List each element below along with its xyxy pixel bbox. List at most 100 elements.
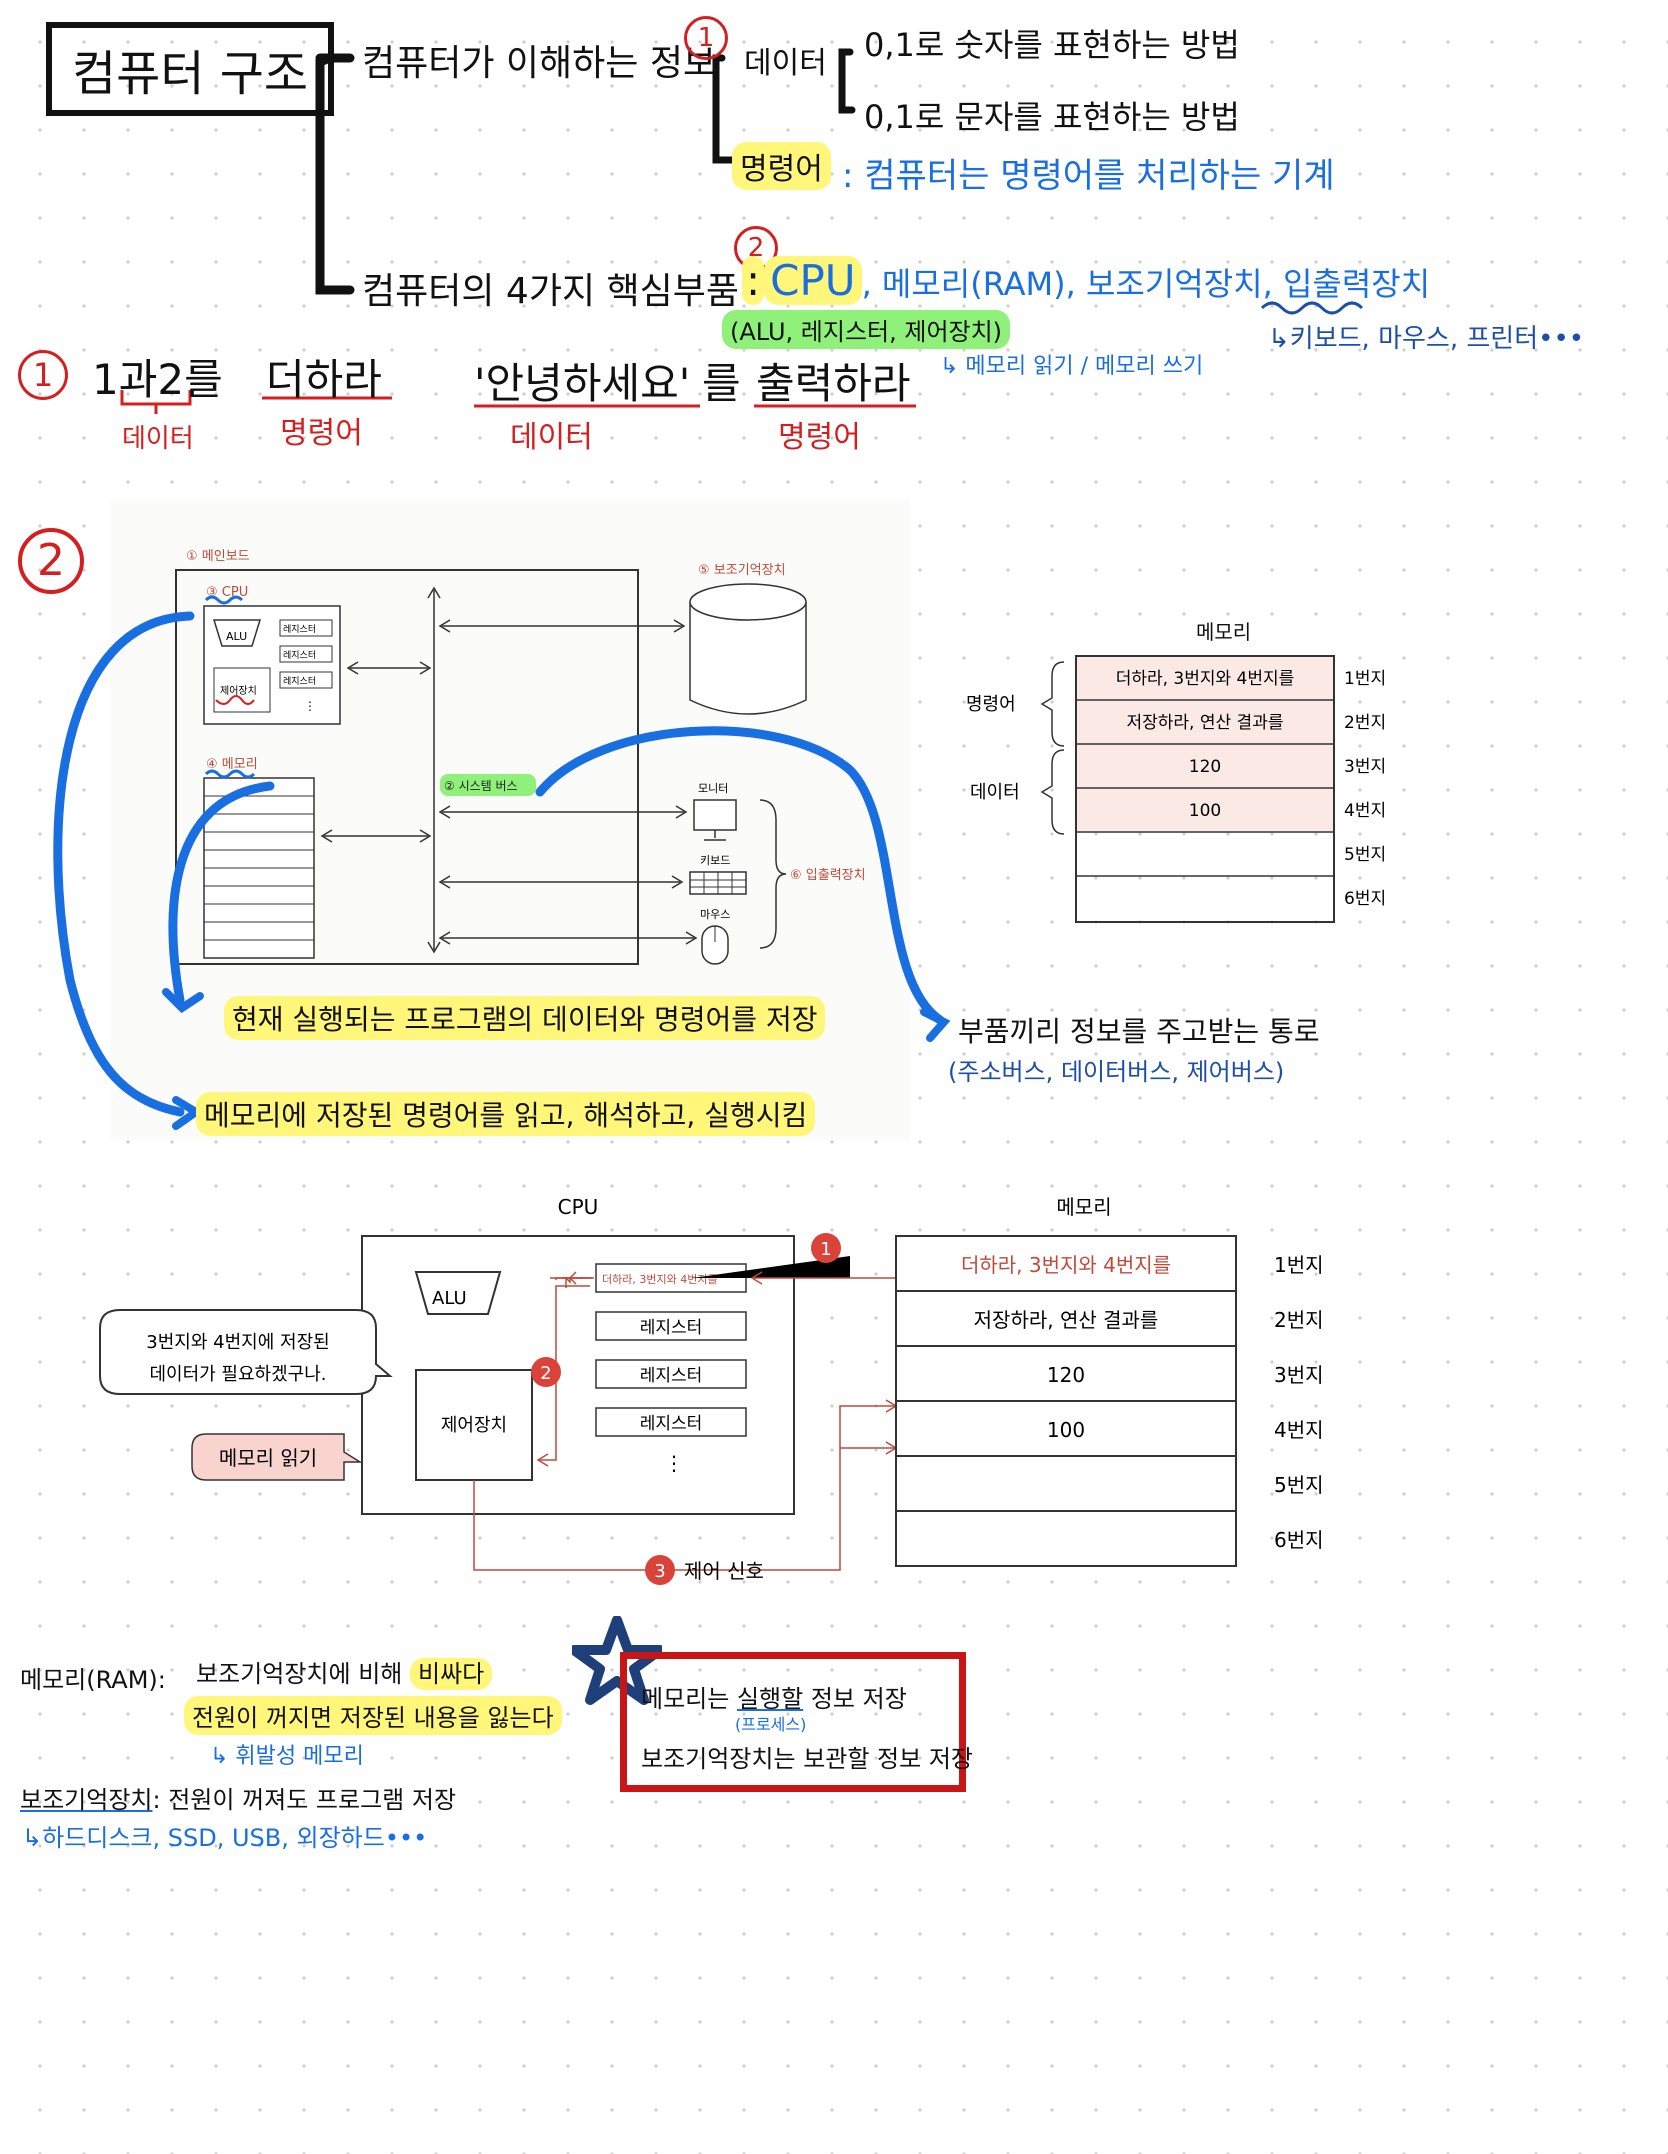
instr-desc: : 컴퓨터는 명령어를 처리하는 기계 [842, 156, 1335, 196]
ram-line1a: 보조기억장치에 비해 [196, 1660, 410, 1688]
example-num: 1 [18, 350, 68, 400]
cpu-parts: (ALU, 레지스터, 제어장치) [722, 310, 1011, 349]
mem1-data-group: 데이터 [970, 782, 1020, 803]
d2-reg3: 레지스터 [640, 1414, 703, 1434]
ram-expensive: 비싸다 [409, 1658, 493, 1690]
mem1-addr3: 3번지 [1344, 757, 1386, 777]
ex-mid-b: 를 [702, 359, 741, 408]
mouse-label: 마우스 [700, 908, 730, 921]
ex-label-data2: 데이터 [510, 420, 593, 455]
ex-data-b: '안녕하세요' [474, 359, 691, 408]
box-line1a: 메모리는 [641, 1685, 737, 1713]
ex-2: 2 [157, 355, 185, 404]
note-memory: 현재 실행되는 프로그램의 데이터와 명령어를 저장 [224, 996, 826, 1040]
branch1-num: 1 [684, 16, 728, 60]
section2-num: 2 [18, 528, 84, 594]
keyboard-label: 키보드 [700, 854, 730, 867]
page-title: 컴퓨터 구조 [46, 22, 335, 116]
mem1-row4: 100 [1189, 801, 1221, 821]
data-item-number: 0,1로 숫자를 표현하는 방법 [864, 26, 1240, 64]
cpu-text: CPU [764, 256, 862, 305]
io-label: ⑥ 입출력장치 [790, 868, 866, 883]
d2-mem-row4: 100 [1047, 1418, 1085, 1442]
d2-addr4: 4번지 [1274, 1418, 1324, 1442]
colon: : [742, 256, 765, 305]
mem1-addr5: 5번지 [1344, 845, 1386, 865]
d2-reg2: 레지스터 [640, 1366, 703, 1386]
d2-addr6: 6번지 [1274, 1528, 1324, 1552]
box-line2: 보조기억장치는 보관할 정보 저장 [641, 1745, 974, 1773]
star-icon [572, 1616, 662, 1705]
reg1: 레지스터 [283, 624, 316, 635]
d2-mem-row3: 120 [1047, 1363, 1085, 1387]
ex-cmd-a: 더하라 [266, 355, 382, 404]
ex-1: 1 [92, 355, 119, 404]
d2-addr2: 2번지 [1274, 1308, 1324, 1332]
d2-ctrl-signal: 제어 신호 [684, 1559, 764, 1583]
d2-mem-row1: 더하라, 3번지와 4번지를 [961, 1253, 1171, 1277]
storage-examples: ↳하드디스크, SSD, USB, 외장하드••• [22, 1824, 428, 1852]
d2-bubble-line2: 데이터가 필요하겠구나. [149, 1364, 326, 1385]
io-examples: ↳키보드, 마우스, 프린터••• [1268, 324, 1585, 354]
data-label: 데이터 [744, 46, 827, 81]
storage-desc-line: 보조기억장치: 전원이 꺼져도 프로그램 저장 [20, 1780, 456, 1815]
d2-addr5: 5번지 [1274, 1473, 1324, 1497]
d2-cpu-title: CPU [558, 1195, 599, 1219]
volatile-note: ↳ 휘발성 메모리 [210, 1744, 364, 1769]
mem1-addr2: 2번지 [1344, 713, 1386, 733]
ram-label: 메모리(RAM): [20, 1666, 166, 1694]
mem1-row3: 120 [1189, 757, 1221, 777]
ex-label-cmd1: 명령어 [280, 416, 363, 451]
ex-cmd-b: 출력하라 [756, 359, 911, 408]
alu-label: ALU [226, 630, 247, 643]
mem1-addr4: 4번지 [1344, 801, 1386, 821]
box-line1: 메모리는 실행할 정보 저장 [641, 1679, 907, 1714]
d2-reg-first: 더하라, 3번지와 4번지를 [602, 1272, 718, 1286]
ram-line1: 보조기억장치에 비해 비싸다 [196, 1654, 493, 1690]
bus-label: ② 시스템 버스 [444, 779, 518, 793]
d2-mem-row2: 저장하라, 연산 결과를 [974, 1308, 1159, 1332]
d2-step1: 1 [820, 1239, 831, 1260]
ex-gwa: 과 [118, 355, 158, 404]
example-a: 1과2를 [92, 346, 223, 407]
mem1-row1: 더하라, 3번지와 4번지를 [1116, 669, 1295, 689]
d2-addr3: 3번지 [1274, 1363, 1324, 1387]
mem1-addr6: 6번지 [1344, 889, 1386, 909]
data-item-char: 0,1로 문자를 표현하는 방법 [864, 98, 1240, 136]
d2-mem-read: 메모리 읽기 [219, 1446, 317, 1470]
reg3: 레지스터 [283, 676, 316, 687]
mem1-instr-group: 명령어 [966, 694, 1016, 715]
note-bus: 부품끼리 정보를 주고받는 통로 [958, 1015, 1320, 1048]
summary-box: 메모리는 실행할 정보 저장 (프로세스) 보조기억장치는 보관할 정보 저장 [620, 1652, 973, 1792]
monitor-label: 모니터 [698, 782, 728, 795]
d2-dots: ⋮ [664, 1451, 684, 1475]
storage-desc: : 전원이 꺼져도 프로그램 저장 [152, 1786, 457, 1814]
d2-ctrl: 제어장치 [441, 1415, 507, 1436]
io-text: 입출력장치 [1282, 265, 1431, 303]
tree-brackets [120, 48, 1364, 414]
d2-step2: 2 [540, 1363, 551, 1384]
storage-label2: 보조기억장치 [20, 1786, 153, 1814]
cpu-memory-read-diagram: CPU 메모리 ALU 더하라, 3번지와 4번지를 레지스터 레지스터 레지스… [99, 1195, 1324, 1585]
instr-label: 명령어 [732, 142, 831, 190]
d2-step3: 3 [654, 1561, 665, 1582]
d2-mem-title: 메모리 [1056, 1195, 1111, 1219]
memory-label: ④ 메모리 [206, 757, 258, 772]
mainboard-label: ① 메인보드 [186, 549, 250, 564]
d2-bubble-line1: 3번지와 4번지에 저장된 [146, 1332, 329, 1353]
box-process: (프로세스) [735, 1715, 807, 1734]
memtable1-title: 메모리 [1196, 620, 1252, 644]
d2-alu: ALU [432, 1288, 467, 1309]
box-executing: 실행할 [736, 1685, 804, 1713]
box-line1c: 정보 저장 [803, 1685, 907, 1713]
components-line: :CPU, 메모리(RAM), 보조기억장치, 입출력장치 [742, 256, 1430, 305]
memtable1: 더하라, 3번지와 4번지를 저장하라, 연산 결과를 120 100 1번지 … [966, 655, 1386, 923]
note-bus-types: (주소버스, 데이터버스, 제어버스) [948, 1058, 1285, 1086]
mem1-row2: 저장하라, 연산 결과를 [1127, 713, 1284, 733]
ex-label-data1: 데이터 [122, 424, 194, 454]
ex-reul: 를 [184, 355, 223, 404]
storage-label: ⑤ 보조기억장치 [698, 563, 786, 578]
ctrl-label: 제어장치 [220, 685, 257, 697]
ram-line2: 전원이 꺼지면 저장된 내용을 잃는다 [184, 1696, 562, 1735]
reg2: 레지스터 [283, 650, 316, 661]
